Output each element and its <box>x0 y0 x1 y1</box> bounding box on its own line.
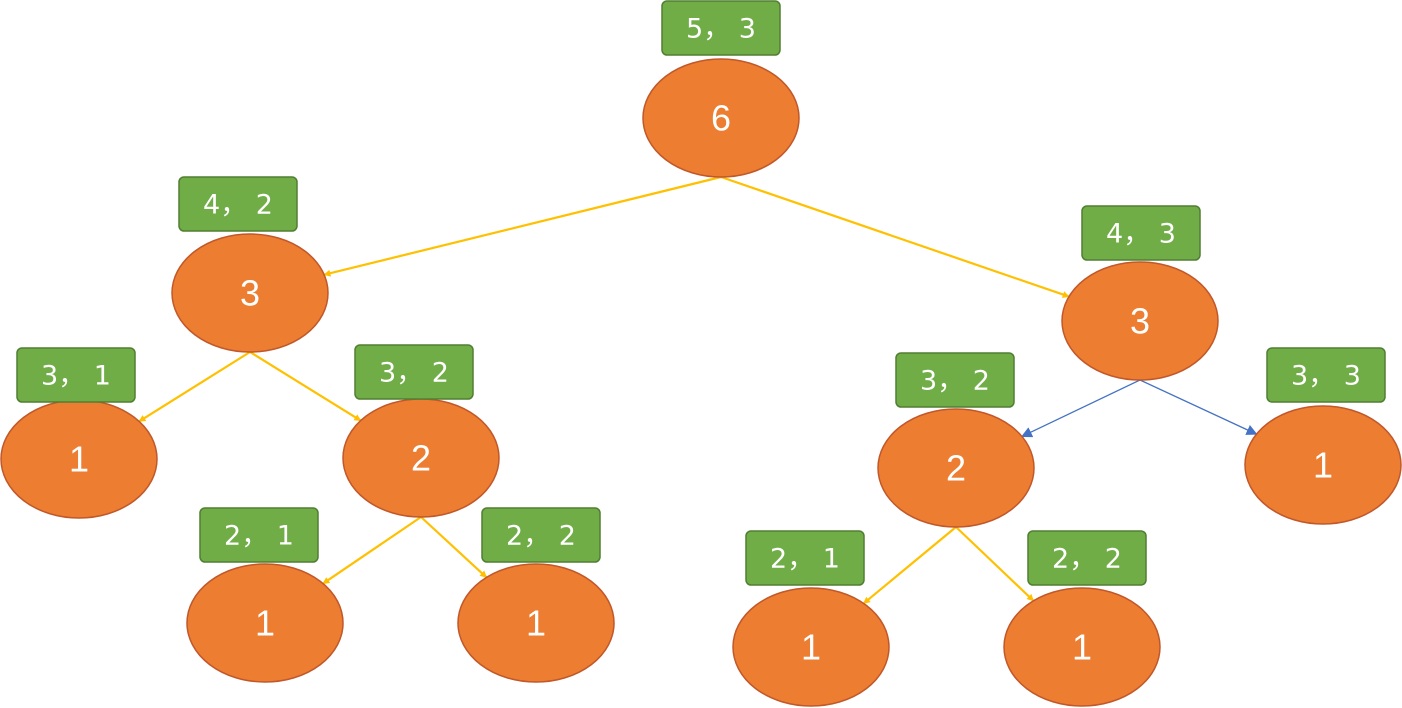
node-tag-label: 3， 1 <box>41 361 111 392</box>
node-value: 1 <box>1072 627 1092 668</box>
node-tag-box <box>895 352 1015 408</box>
tree-node-lr: 2 3， 2 <box>342 344 500 518</box>
node-circle <box>1003 587 1161 707</box>
node-tag-label: 5， 3 <box>686 14 756 45</box>
node-value: 1 <box>1313 445 1333 486</box>
edge-rl-rll <box>862 526 957 605</box>
edge-l-lr <box>249 351 362 422</box>
node-circle <box>877 408 1035 528</box>
node-tag-label: 2， 2 <box>1052 544 1122 575</box>
node-tag-box <box>16 347 136 403</box>
node-value: 1 <box>526 603 546 644</box>
tree-node-root: 6 5， 3 <box>642 0 800 178</box>
tree-node-rl: 2 3， 2 <box>877 352 1035 528</box>
edge-root-l <box>323 175 722 277</box>
node-tag-label: 4， 3 <box>1106 219 1176 250</box>
node-circle <box>732 587 890 707</box>
tree-node-rr: 1 3， 3 <box>1244 347 1402 525</box>
node-value: 3 <box>240 273 260 314</box>
node-tag-box <box>661 0 781 56</box>
node-circle <box>642 58 800 178</box>
edge-r-rl <box>1020 379 1141 438</box>
node-circle <box>457 563 615 683</box>
node-tag-label: 2， 1 <box>224 521 294 552</box>
edge-l-ll <box>138 351 251 423</box>
edge-lr-lrl <box>322 516 422 585</box>
tree-node-rll: 1 2， 1 <box>732 530 890 707</box>
tree-node-l: 3 4， 2 <box>171 176 329 353</box>
edge-rl-rlr <box>955 526 1035 602</box>
node-circle <box>186 563 344 683</box>
tree-node-rlr: 1 2， 2 <box>1003 530 1161 707</box>
node-value: 1 <box>255 603 275 644</box>
edge-r-rr <box>1139 379 1258 435</box>
node-tag-box <box>354 344 474 400</box>
node-value: 1 <box>69 439 89 480</box>
node-tag-box <box>745 530 865 586</box>
edge-lr-lrr <box>420 516 488 579</box>
node-value: 1 <box>801 627 821 668</box>
node-tag-label: 2， 2 <box>506 521 576 552</box>
node-tag-box <box>1266 347 1386 403</box>
edges-layer <box>138 175 1258 605</box>
node-value: 3 <box>1130 301 1150 342</box>
node-circle <box>1061 261 1219 381</box>
node-value: 2 <box>946 448 966 489</box>
tree-node-r: 3 4， 3 <box>1061 205 1219 381</box>
node-tag-label: 3， 2 <box>920 366 990 397</box>
node-tag-box <box>1081 205 1201 261</box>
node-tag-label: 3， 2 <box>379 358 449 389</box>
node-tag-box <box>178 176 298 232</box>
node-value: 6 <box>711 98 731 139</box>
edge-root-r <box>720 175 1070 298</box>
tree-node-ll: 1 3， 1 <box>0 347 158 519</box>
tree-node-lrr: 1 2， 2 <box>457 507 615 683</box>
node-tag-label: 3， 3 <box>1291 361 1361 392</box>
node-tag-label: 2， 1 <box>770 544 840 575</box>
node-tag-label: 4， 2 <box>203 190 273 221</box>
node-tag-box <box>481 507 601 563</box>
node-circle <box>171 233 329 353</box>
tree-node-lrl: 1 2， 1 <box>186 507 344 683</box>
node-circle <box>1244 405 1402 525</box>
node-value: 2 <box>411 438 431 479</box>
node-tag-box <box>1027 530 1147 586</box>
node-tag-box <box>199 507 319 563</box>
